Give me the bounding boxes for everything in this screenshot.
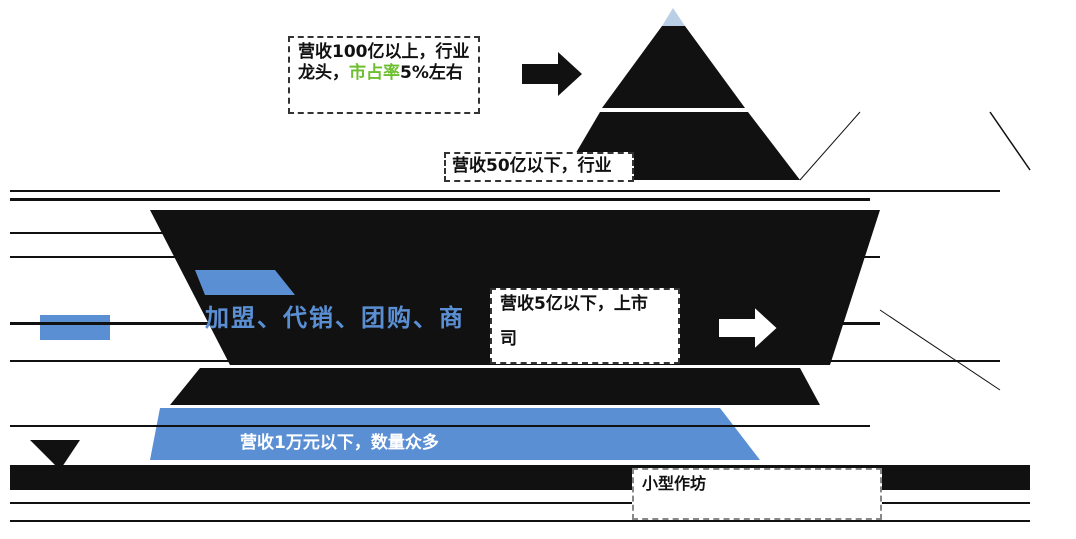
tier-5-sublabel-box: 小型作坊	[632, 468, 882, 520]
channel-label: 加盟、代销、团购、商	[205, 304, 465, 332]
pyramid-tier-1	[602, 26, 745, 108]
tier-1-label-b: 5%左右	[400, 63, 463, 84]
tier-2-label: 营收50亿以下，行业	[452, 156, 612, 176]
tier-2-label-box: 营收50亿以下，行业	[444, 152, 634, 182]
pyramid-tier-5	[150, 408, 760, 460]
pyramid-tier-3-blue	[195, 270, 295, 295]
pyramid-tier-3	[150, 210, 880, 365]
arrow-icon	[522, 52, 582, 96]
tier-5-sublabel: 小型作坊	[642, 474, 707, 493]
arrow-icon	[718, 306, 780, 350]
pyramid-tier-4	[170, 368, 820, 405]
tier-3-label: 营收5亿以下，上市	[500, 294, 648, 314]
pyramid-tip	[662, 8, 685, 26]
tier-3-label-box: 营收5亿以下，上市 司	[490, 288, 680, 364]
tier-1-label-green: 市占率	[349, 63, 400, 84]
tier-1-label-box: 营收100亿以上，行业龙头，市占率5%左右	[288, 36, 480, 114]
tier-1-label-a: 营收100亿以上，行业龙头，	[298, 42, 470, 84]
tier-3-sublabel: 司	[500, 329, 517, 350]
tier-5-label: 营收1万元以下，数量众多	[240, 433, 439, 453]
